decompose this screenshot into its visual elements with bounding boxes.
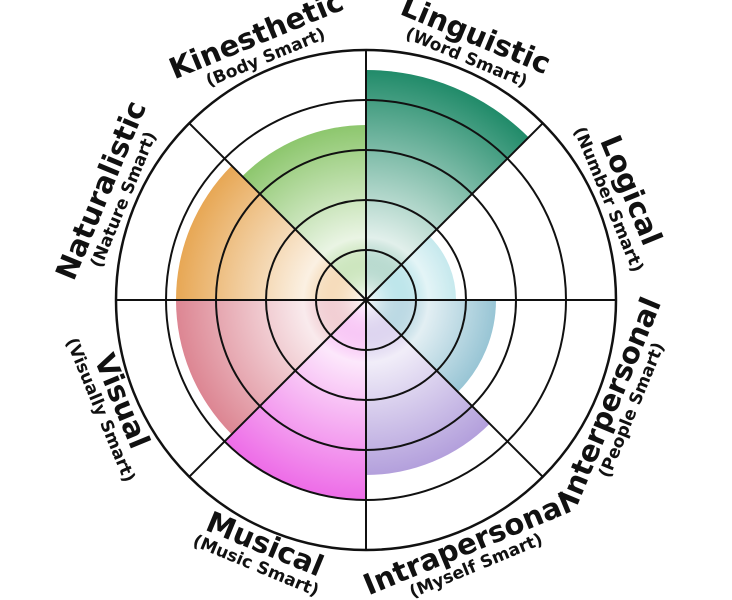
grid-spoke <box>365 299 544 478</box>
grid-spoke <box>365 122 544 301</box>
grid-spoke <box>188 299 367 478</box>
wedge-logical <box>366 236 456 300</box>
wedge-naturalistic <box>176 165 366 300</box>
wedge-layer <box>176 70 529 500</box>
wedge-linguistic <box>366 70 529 300</box>
wedge-intrapersonal <box>366 300 490 475</box>
wedge-visual <box>176 300 366 435</box>
grid-layer <box>114 48 618 552</box>
grid-spoke <box>188 122 367 301</box>
wedge-kinesthetic <box>242 125 366 300</box>
wedge-musical <box>224 300 366 500</box>
